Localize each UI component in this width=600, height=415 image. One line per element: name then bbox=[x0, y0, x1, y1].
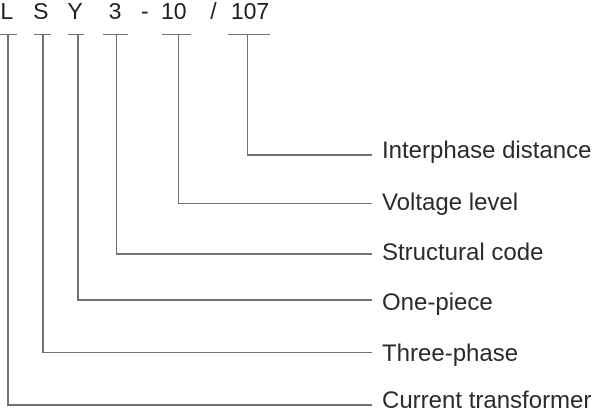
legend-label-one-piece: One-piece bbox=[382, 289, 493, 316]
connector-hline-10 bbox=[177, 202, 372, 205]
legend-label-structural-code: Structural code bbox=[382, 239, 544, 266]
connector-hline-L bbox=[7, 404, 372, 406]
connector-hline-3 bbox=[115, 253, 372, 255]
connector-tbar-107 bbox=[228, 33, 270, 36]
connector-hline-Y bbox=[77, 299, 372, 301]
code-char-S: S bbox=[33, 0, 49, 24]
code-char-slash: / bbox=[210, 0, 217, 24]
code-char-107: 107 bbox=[230, 0, 270, 24]
connector-tbar-10 bbox=[162, 33, 191, 36]
code-char-Y: Y bbox=[67, 0, 83, 24]
legend-label-current-transformer: Current transformer bbox=[382, 387, 592, 414]
code-char-3: 3 bbox=[108, 0, 122, 24]
connector-vline-107 bbox=[246, 33, 249, 156]
code-char-dash: - bbox=[140, 0, 149, 24]
connector-tbar-Y bbox=[67, 33, 84, 36]
code-char-10: 10 bbox=[161, 0, 187, 24]
connector-vline-Y bbox=[77, 33, 79, 301]
connector-vline-10 bbox=[177, 33, 179, 205]
connector-vline-L bbox=[7, 33, 9, 406]
connector-vline-3 bbox=[115, 33, 118, 255]
connector-hline-107 bbox=[246, 154, 372, 156]
legend-label-voltage-level: Voltage level bbox=[382, 189, 519, 216]
code-char-L: L bbox=[0, 0, 14, 24]
connector-tbar-3 bbox=[103, 33, 128, 36]
connector-tbar-S bbox=[33, 33, 51, 36]
legend-label-three-phase: Three-phase bbox=[382, 340, 519, 367]
connector-hline-S bbox=[42, 351, 372, 354]
legend-label-interphase-distance: Interphase distance bbox=[382, 137, 592, 164]
connector-vline-S bbox=[42, 33, 44, 354]
